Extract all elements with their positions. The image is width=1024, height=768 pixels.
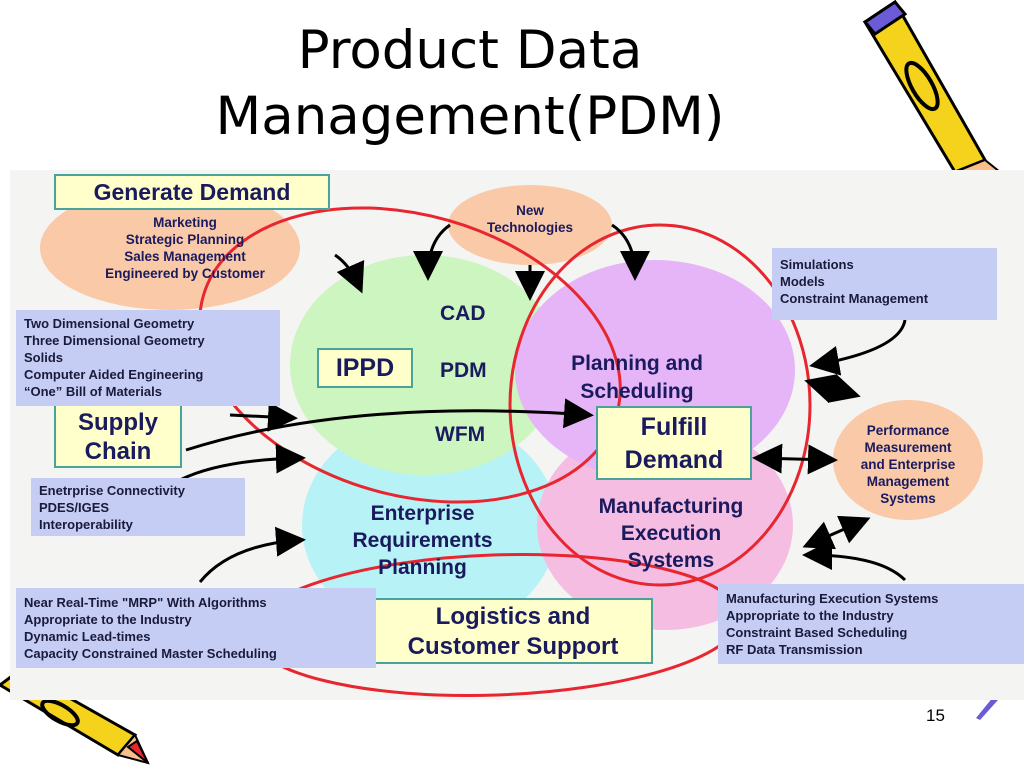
logistics-label: Logistics and Customer Support xyxy=(373,598,653,664)
mrp-item: Capacity Constrained Master Scheduling xyxy=(24,646,277,661)
arrow-supply-to-fulfill xyxy=(185,398,594,452)
logistics-line: Logistics and xyxy=(435,603,591,630)
performance-line: and Enterprise xyxy=(860,457,956,472)
performance-ellipse xyxy=(833,400,983,520)
mrp-box: Near Real-Time "MRP" With Algorithms App… xyxy=(16,588,376,668)
mes-line: Execution xyxy=(620,522,722,545)
new-technologies-ellipse xyxy=(448,185,612,265)
performance-text: Performance Measurement and Enterprise M… xyxy=(848,422,968,507)
arrow-mrp-to-erp xyxy=(198,526,306,583)
connectivity-item: Interoperability xyxy=(39,517,133,532)
arrow-newtech-right xyxy=(611,223,650,281)
mes-box-item: RF Data Transmission xyxy=(726,642,863,657)
simulations-item: Simulations xyxy=(780,257,854,272)
performance-line: Performance xyxy=(866,423,950,438)
erp-line: Enterprise xyxy=(370,502,475,525)
mes-box-item: Appropriate to the Industry xyxy=(726,608,894,623)
generate-demand-items: Marketing Strategic Planning Sales Manag… xyxy=(70,214,300,282)
generate-demand-item: Strategic Planning xyxy=(125,232,245,247)
performance-line: Measurement xyxy=(864,440,952,455)
mes-box-item: Constraint Based Scheduling xyxy=(726,625,908,640)
fulfill-demand-label: Fulfill Demand xyxy=(596,406,752,480)
geometry-item: Solids xyxy=(24,350,64,365)
red-ring-manufacturing xyxy=(508,223,812,587)
generate-demand-item: Marketing xyxy=(153,215,217,230)
ippd-label: IPPD xyxy=(317,348,413,388)
mes-line: Systems xyxy=(627,549,715,572)
supply-chain-line: Chain xyxy=(84,438,152,465)
mrp-item: Appropriate to the Industry xyxy=(24,612,192,627)
simulations-box: Simulations Models Constraint Management xyxy=(772,248,997,320)
mes-text: Manufacturing Execution Systems xyxy=(573,493,769,574)
slide-title: Product Data Management(PDM) xyxy=(140,18,800,150)
simulations-item: Constraint Management xyxy=(780,291,929,306)
planning-line: Planning and xyxy=(571,352,703,375)
mes-box-item: Manufacturing Execution Systems xyxy=(726,591,939,606)
page-number: 15 xyxy=(926,706,945,725)
pdm-label: PDM xyxy=(440,359,487,382)
arrow-planning-performance xyxy=(804,373,861,404)
slide-title-line-1: Product Data xyxy=(297,20,643,81)
erp-line: Planning xyxy=(378,556,467,579)
geometry-box: Two Dimensional Geometry Three Dimension… xyxy=(16,310,280,406)
mrp-item: Dynamic Lead-times xyxy=(24,629,151,644)
geometry-item: Computer Aided Engineering xyxy=(24,367,204,382)
supply-chain-line: Supply xyxy=(77,409,158,436)
mrp-item: Near Real-Time "MRP" With Algorithms xyxy=(24,595,267,610)
generate-demand-item: Engineered by Customer xyxy=(105,266,265,281)
new-technologies-text: New Technologies xyxy=(470,202,590,236)
mes-box: Manufacturing Execution Systems Appropri… xyxy=(718,584,1024,664)
connectivity-item: Enetrprise Connectivity xyxy=(39,483,185,498)
logistics-line: Customer Support xyxy=(407,633,619,660)
erp-line: Requirements xyxy=(352,529,493,552)
simulations-item: Models xyxy=(780,274,825,289)
geometry-item: Three Dimensional Geometry xyxy=(24,333,205,348)
mes-line: Manufacturing xyxy=(598,495,744,518)
ippd-ellipse xyxy=(290,255,560,475)
supply-chain-label: Supply Chain xyxy=(54,404,182,468)
cad-label: CAD xyxy=(440,302,486,325)
new-technologies-line: Technologies xyxy=(486,220,573,235)
performance-line: Systems xyxy=(880,491,936,506)
arrow-simulations-to-planning xyxy=(809,319,907,376)
arrow-geometry-to-ippd xyxy=(229,401,298,432)
generate-demand-ellipse xyxy=(40,186,300,310)
performance-line: Management xyxy=(866,474,950,489)
geometry-item: “One” Bill of Materials xyxy=(24,384,162,399)
connectivity-item: PDES/IGES xyxy=(39,500,110,515)
geometry-item: Two Dimensional Geometry xyxy=(24,316,195,331)
new-technologies-line: New xyxy=(516,203,544,218)
wfm-label: WFM xyxy=(435,423,486,446)
fulfill-demand-line: Fulfill xyxy=(640,413,708,441)
erp-text: Enterprise Requirements Planning xyxy=(330,500,515,581)
generate-demand-item: Sales Management xyxy=(124,249,246,264)
arrow-mesbox-to-mes xyxy=(802,540,907,582)
slide-title-line-2: Management(PDM) xyxy=(215,86,725,147)
pencil-icon xyxy=(862,0,1002,172)
fulfill-demand-line: Demand xyxy=(624,446,724,474)
generate-demand-label: Generate Demand xyxy=(54,174,330,210)
arrow-newtech-left xyxy=(413,223,451,281)
planning-line: Scheduling xyxy=(580,380,694,403)
pdm-diagram: Generate Demand Marketing Strategic Plan… xyxy=(0,170,1024,700)
planning-scheduling-text: Planning and Scheduling xyxy=(552,350,722,406)
decorative-mark-icon xyxy=(976,696,998,720)
arrow-fulfill-performance xyxy=(752,443,838,475)
erp-ellipse xyxy=(302,415,558,635)
arrow-connectivity-to-erp xyxy=(179,443,306,482)
connectivity-box: Enetrprise Connectivity PDES/IGES Intero… xyxy=(31,478,245,536)
arrow-generate-to-ippd xyxy=(334,253,365,294)
